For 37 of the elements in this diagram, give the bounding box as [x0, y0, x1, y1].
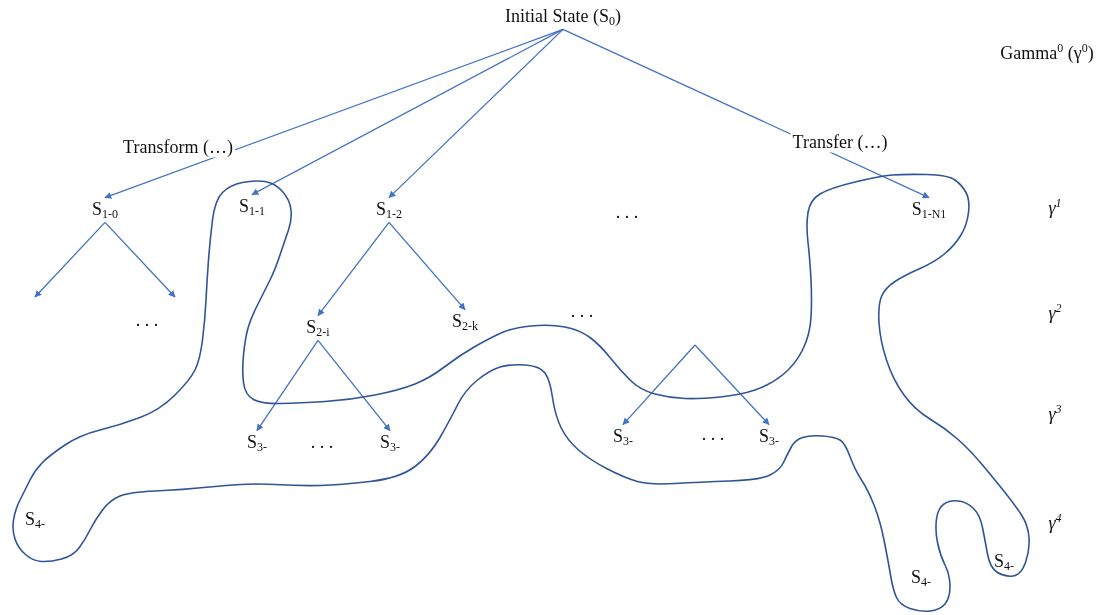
state-label: Initial State (S$_{0}$) [504, 5, 622, 29]
level-label: γ$^{4}$ [1048, 510, 1062, 534]
arrow [256, 339, 319, 432]
state-label: S$_{2-k}$ [451, 310, 479, 334]
text-label: . . . [615, 201, 639, 223]
arrow [317, 221, 390, 317]
state-label: S$_{3-}$ [379, 431, 401, 455]
state-label: S$_{3-}$ [612, 425, 634, 449]
arrow [622, 344, 696, 426]
text-label: . . . [310, 431, 334, 453]
arrow [251, 28, 564, 196]
text-label: . . . [135, 309, 159, 331]
arrow [388, 28, 564, 199]
state-label: S$_{3-}$ [758, 425, 780, 449]
level-label: γ$^{3}$ [1048, 401, 1062, 425]
edge-label: Transform (…) [121, 136, 235, 158]
state-label: S$_{4-}$ [993, 550, 1015, 574]
state-label: S$_{4-}$ [910, 566, 932, 590]
text-label: . . . [701, 423, 725, 445]
arrow [34, 221, 106, 298]
state-label: S$_{2-i}$ [305, 316, 331, 340]
arrow [104, 221, 176, 298]
state-label: S$_{3-}$ [246, 431, 268, 455]
state-label: S$_{1-2}$ [375, 198, 403, 222]
level-label: γ$^{1}$ [1048, 195, 1062, 219]
text-label: Gamma$^{0}$ (γ$^{0}$) [1000, 40, 1094, 64]
level-label: γ$^{2}$ [1048, 300, 1062, 324]
state-label: S$_{1-1}$ [238, 195, 266, 219]
state-label: S$_{1-0}$ [91, 198, 119, 222]
arrow [694, 344, 770, 426]
state-label: S$_{4-}$ [24, 508, 46, 532]
arrow [388, 221, 466, 311]
arrow [562, 28, 930, 199]
edge-label: Transfer (…) [790, 131, 890, 153]
text-label: . . . [570, 300, 594, 322]
state-label: S$_{1-N1}$ [910, 198, 948, 222]
arrow [317, 339, 391, 432]
